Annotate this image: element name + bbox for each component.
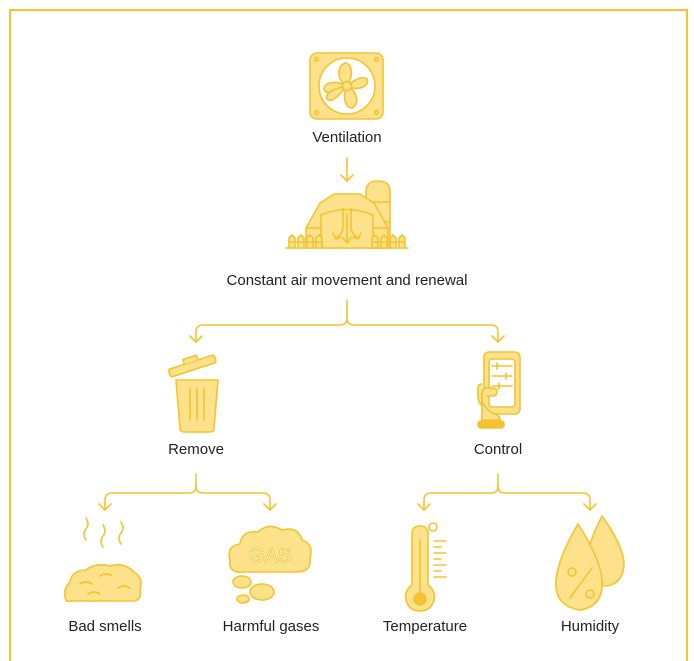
diagram-frame <box>9 9 688 661</box>
connector-control-to-children <box>417 473 597 511</box>
connector-remove-to-children <box>98 473 277 511</box>
node-control-label: Control <box>473 441 523 458</box>
gas-cloud-text: GAS <box>249 545 291 567</box>
node-bad-smells-label: Bad smells <box>68 618 142 635</box>
thermometer-icon <box>404 522 447 612</box>
connector-ventilation-to-air <box>340 157 354 182</box>
manure-smell-icon <box>63 517 142 603</box>
node-ventilation-label: Ventilation <box>312 129 382 146</box>
node-remove-label: Remove <box>168 441 224 458</box>
node-air-movement-label: Constant air movement and renewal <box>226 272 468 289</box>
gas-cloud-icon <box>228 525 312 604</box>
connector-air-to-remove-control <box>189 299 505 343</box>
node-harmful-gases-label: Harmful gases <box>222 618 320 635</box>
trash-can-icon <box>167 354 219 433</box>
node-humidity-label: Humidity <box>560 618 620 635</box>
fan-icon <box>309 52 384 120</box>
hand-remote-control-icon <box>477 351 521 429</box>
barn-airflow-icon <box>285 180 409 249</box>
water-drops-icon <box>555 515 625 611</box>
node-temperature-label: Temperature <box>382 618 468 635</box>
